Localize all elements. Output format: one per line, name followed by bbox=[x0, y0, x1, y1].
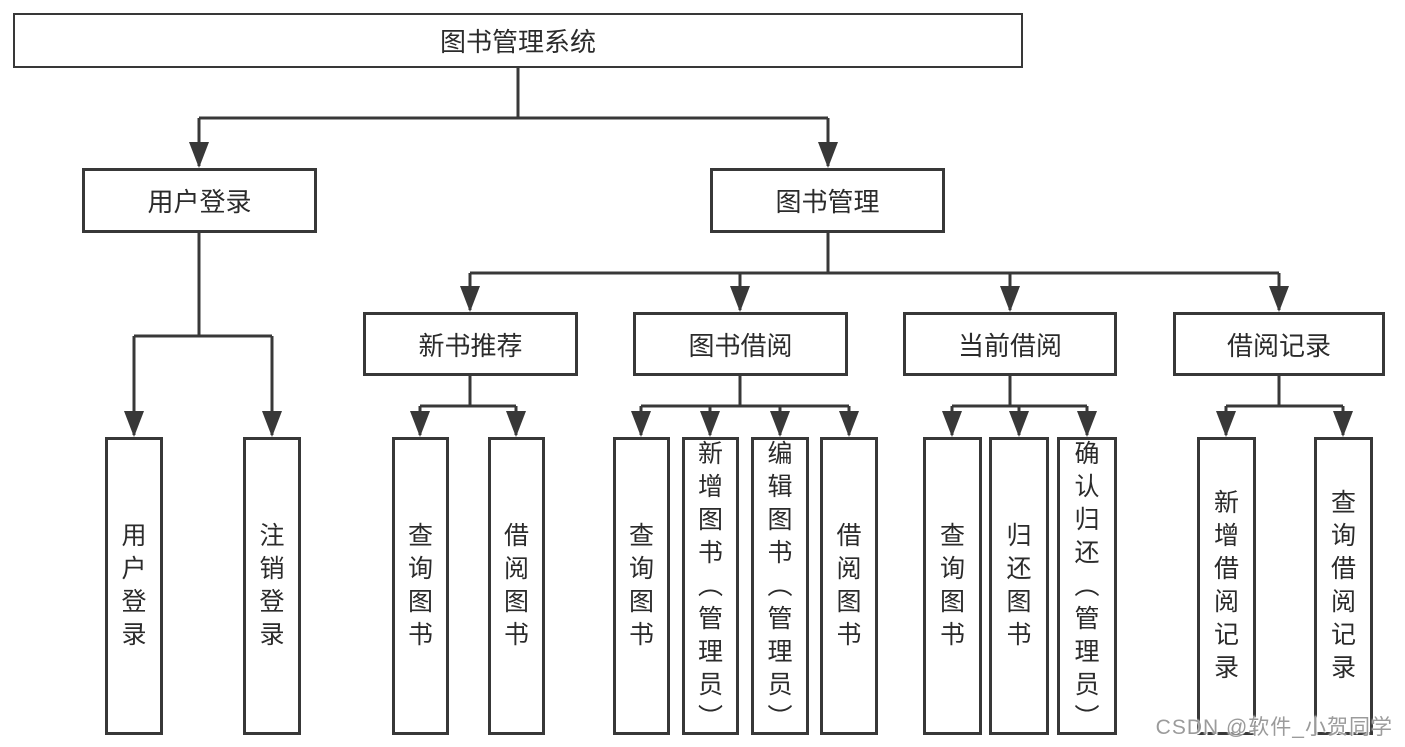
arrow-down-icon bbox=[1269, 286, 1289, 312]
connector-user-login-children bbox=[132, 233, 274, 435]
arrow-down-icon bbox=[839, 411, 859, 437]
arrow-down-icon bbox=[818, 142, 838, 168]
node-borrow-books-recommend: 借阅图书 bbox=[488, 437, 545, 735]
node-label: 查询图书 bbox=[407, 522, 433, 649]
node-label: 图书管理系统 bbox=[439, 27, 596, 57]
node-confirm-return-admin: 确认归还︵管理员︶ bbox=[1057, 437, 1117, 735]
node-label: 注销登录 bbox=[259, 522, 285, 649]
node-borrow-records: 借阅记录 bbox=[1173, 312, 1385, 376]
connector-borrow-records-children bbox=[1224, 376, 1345, 435]
arrow-down-icon bbox=[700, 411, 720, 437]
node-label: 借阅图书 bbox=[836, 522, 862, 649]
arrow-down-icon bbox=[631, 411, 651, 437]
node-user-login: 用户登录 bbox=[82, 168, 317, 233]
arrow-down-icon bbox=[1216, 411, 1236, 437]
arrow-down-icon bbox=[1333, 411, 1353, 437]
node-label: 用户登录 bbox=[147, 187, 252, 217]
node-add-book-admin: 新增图书︵管理员︶ bbox=[682, 437, 739, 735]
node-label: 借阅记录 bbox=[1226, 330, 1331, 361]
node-label: 确认归还︵管理员︶ bbox=[1074, 439, 1100, 732]
node-label: 查询图书 bbox=[939, 522, 965, 649]
node-label: 用户登录 bbox=[121, 522, 147, 649]
node-book-management: 图书管理 bbox=[710, 168, 945, 233]
node-label: 编辑图书︵管理员︶ bbox=[767, 439, 793, 732]
node-label: 当前借阅 bbox=[957, 330, 1062, 361]
arrow-down-icon bbox=[124, 411, 144, 437]
node-label: 归还图书 bbox=[1006, 522, 1032, 649]
arrow-down-icon bbox=[1000, 286, 1020, 312]
node-label: 查询借阅记录 bbox=[1330, 489, 1356, 682]
arrow-down-icon bbox=[189, 142, 209, 168]
arrowhead-icons bbox=[124, 142, 1353, 437]
node-label: 借阅图书 bbox=[503, 522, 529, 649]
node-query-books-current: 查询图书 bbox=[923, 437, 982, 735]
node-label: 查询图书 bbox=[628, 522, 654, 649]
node-label: 图书管理 bbox=[775, 187, 880, 217]
node-add-borrow-record: 新增借阅记录 bbox=[1197, 437, 1256, 735]
arrow-down-icon bbox=[1009, 411, 1029, 437]
node-label: 新增图书︵管理员︶ bbox=[697, 439, 723, 732]
node-query-books-borrow: 查询图书 bbox=[613, 437, 670, 735]
node-book-borrow: 图书借阅 bbox=[633, 312, 848, 376]
arrow-down-icon bbox=[942, 411, 962, 437]
arrow-down-icon bbox=[262, 411, 282, 437]
node-return-book: 归还图书 bbox=[989, 437, 1049, 735]
csdn-watermark: CSDN @软件_小贺同学 bbox=[1155, 716, 1393, 739]
connector-book-management-children bbox=[468, 233, 1281, 310]
node-edit-book-admin: 编辑图书︵管理员︶ bbox=[751, 437, 809, 735]
arrow-down-icon bbox=[770, 411, 790, 437]
node-new-book-recommend: 新书推荐 bbox=[363, 312, 578, 376]
connector-book-borrow-children bbox=[639, 376, 851, 435]
arrow-down-icon bbox=[410, 411, 430, 437]
node-label: 图书借阅 bbox=[688, 330, 793, 361]
node-borrow-books-borrow: 借阅图书 bbox=[820, 437, 878, 735]
node-label: 新增借阅记录 bbox=[1213, 489, 1239, 682]
node-current-borrow: 当前借阅 bbox=[903, 312, 1117, 376]
connector-root-to-level2 bbox=[197, 68, 830, 166]
node-library-system: 图书管理系统 bbox=[13, 13, 1023, 68]
node-user-logout-leaf: 注销登录 bbox=[243, 437, 301, 735]
connector-new-book-children bbox=[418, 376, 518, 435]
arrow-down-icon bbox=[1077, 411, 1097, 437]
arrow-down-icon bbox=[506, 411, 526, 437]
node-query-books-recommend: 查询图书 bbox=[392, 437, 449, 735]
node-user-login-leaf: 用户登录 bbox=[105, 437, 163, 735]
node-query-borrow-record: 查询借阅记录 bbox=[1314, 437, 1373, 735]
arrow-down-icon bbox=[730, 286, 750, 312]
node-label: 新书推荐 bbox=[418, 330, 523, 361]
arrow-down-icon bbox=[460, 286, 480, 312]
